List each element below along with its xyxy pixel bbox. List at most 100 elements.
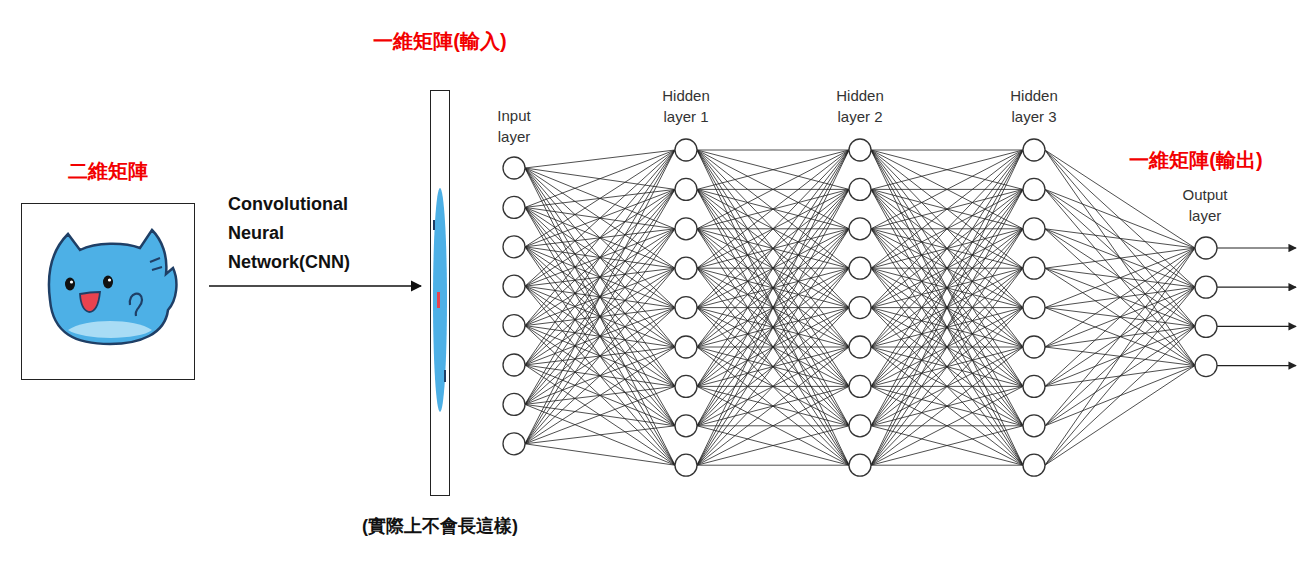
neural-network [503, 139, 1296, 476]
network-weight [525, 308, 675, 444]
neuron [503, 196, 525, 218]
network-weight [697, 426, 849, 465]
network-weight [697, 150, 849, 308]
neuron [675, 178, 697, 200]
network-weight [697, 150, 849, 189]
network-weight [525, 168, 675, 465]
neuron [675, 257, 697, 279]
network-weight [871, 150, 1023, 426]
network-weight [697, 386, 849, 465]
neuron [503, 157, 525, 179]
network-weight [1045, 189, 1195, 248]
network-weight [697, 189, 849, 465]
network-weight [525, 365, 675, 465]
network-weight [1045, 248, 1195, 426]
network-weight [871, 150, 1023, 465]
output-arrow [1217, 326, 1296, 327]
network-weight [525, 326, 675, 466]
network-weight [697, 189, 849, 465]
network-weight [871, 308, 1023, 466]
network-weight [1045, 248, 1195, 386]
output-arrow [1217, 247, 1296, 248]
output-arrow [1217, 287, 1296, 288]
squashed-cat [433, 188, 447, 412]
network-weight [525, 150, 675, 404]
neuron [849, 415, 871, 437]
network-weight [525, 268, 675, 444]
neuron [1023, 257, 1045, 279]
squashed-outline [433, 220, 435, 230]
neuron [849, 336, 871, 358]
network-weight [1045, 189, 1195, 287]
node-heading: 二維矩陣 [68, 159, 148, 183]
network-weight [871, 150, 1023, 268]
network-weight [871, 150, 1023, 151]
neuron [675, 218, 697, 240]
network-weight [871, 189, 1023, 465]
network-weight [525, 150, 675, 365]
network-weight [697, 150, 849, 189]
network-weight [525, 347, 675, 444]
network-weight [871, 150, 1023, 189]
network-weight [1045, 287, 1195, 465]
network-weight [1045, 150, 1195, 326]
network-weight [697, 150, 849, 229]
network-weight [1045, 189, 1195, 326]
cat-belly [68, 321, 152, 338]
network-weight [871, 465, 1023, 466]
layer-label: Hidden layer 2 [824, 85, 896, 127]
network-weight [1045, 229, 1195, 287]
network-weight [697, 426, 849, 465]
network-weight [697, 150, 849, 268]
neuron [503, 354, 525, 376]
neuron [675, 375, 697, 397]
neuron [675, 336, 697, 358]
cat-eye-shine [70, 280, 73, 283]
network-weight [871, 150, 1023, 347]
cat-eye [65, 278, 75, 291]
node-note: (實際上不會長這樣) [362, 516, 518, 538]
connector-arrow [209, 285, 421, 287]
neuron [675, 139, 697, 161]
network-weight [525, 189, 675, 443]
neuron [1195, 315, 1217, 337]
neuron [849, 454, 871, 476]
network-weight [1045, 229, 1195, 248]
network-weight [871, 229, 1023, 465]
edge-label: Convolutional Neural Network(CNN) [228, 190, 393, 277]
network-weight [697, 465, 849, 466]
network-weight [697, 150, 849, 308]
network-weight [871, 150, 1023, 229]
cat-mouth [80, 292, 100, 312]
network-weight [697, 150, 849, 347]
network-weight [871, 268, 1023, 465]
network-weight [1045, 248, 1195, 268]
network-weight [697, 308, 849, 466]
cat-stripe [150, 258, 162, 270]
network-weight [1045, 366, 1195, 466]
vector-box: 一維矩陣(輸入)(實際上不會長這樣) [430, 90, 450, 496]
network-weight [1045, 248, 1195, 308]
network-weight [1045, 229, 1195, 327]
network-weight [871, 386, 1023, 465]
network-weight [871, 150, 1023, 268]
network-weight [525, 426, 675, 444]
neuron [503, 275, 525, 297]
neuron [1023, 454, 1045, 476]
network-weight [697, 150, 849, 151]
network-weight [697, 150, 849, 426]
output-arrow [1217, 365, 1296, 366]
network-weight [871, 189, 1023, 465]
neuron [849, 178, 871, 200]
network-weight [697, 150, 849, 229]
neuron [675, 415, 697, 437]
network-weight [871, 150, 1023, 347]
network-weight [871, 426, 1023, 465]
network-weight [525, 150, 675, 247]
neuron [503, 433, 525, 455]
neuron [675, 297, 697, 319]
neuron [503, 315, 525, 337]
neuron [1195, 237, 1217, 259]
